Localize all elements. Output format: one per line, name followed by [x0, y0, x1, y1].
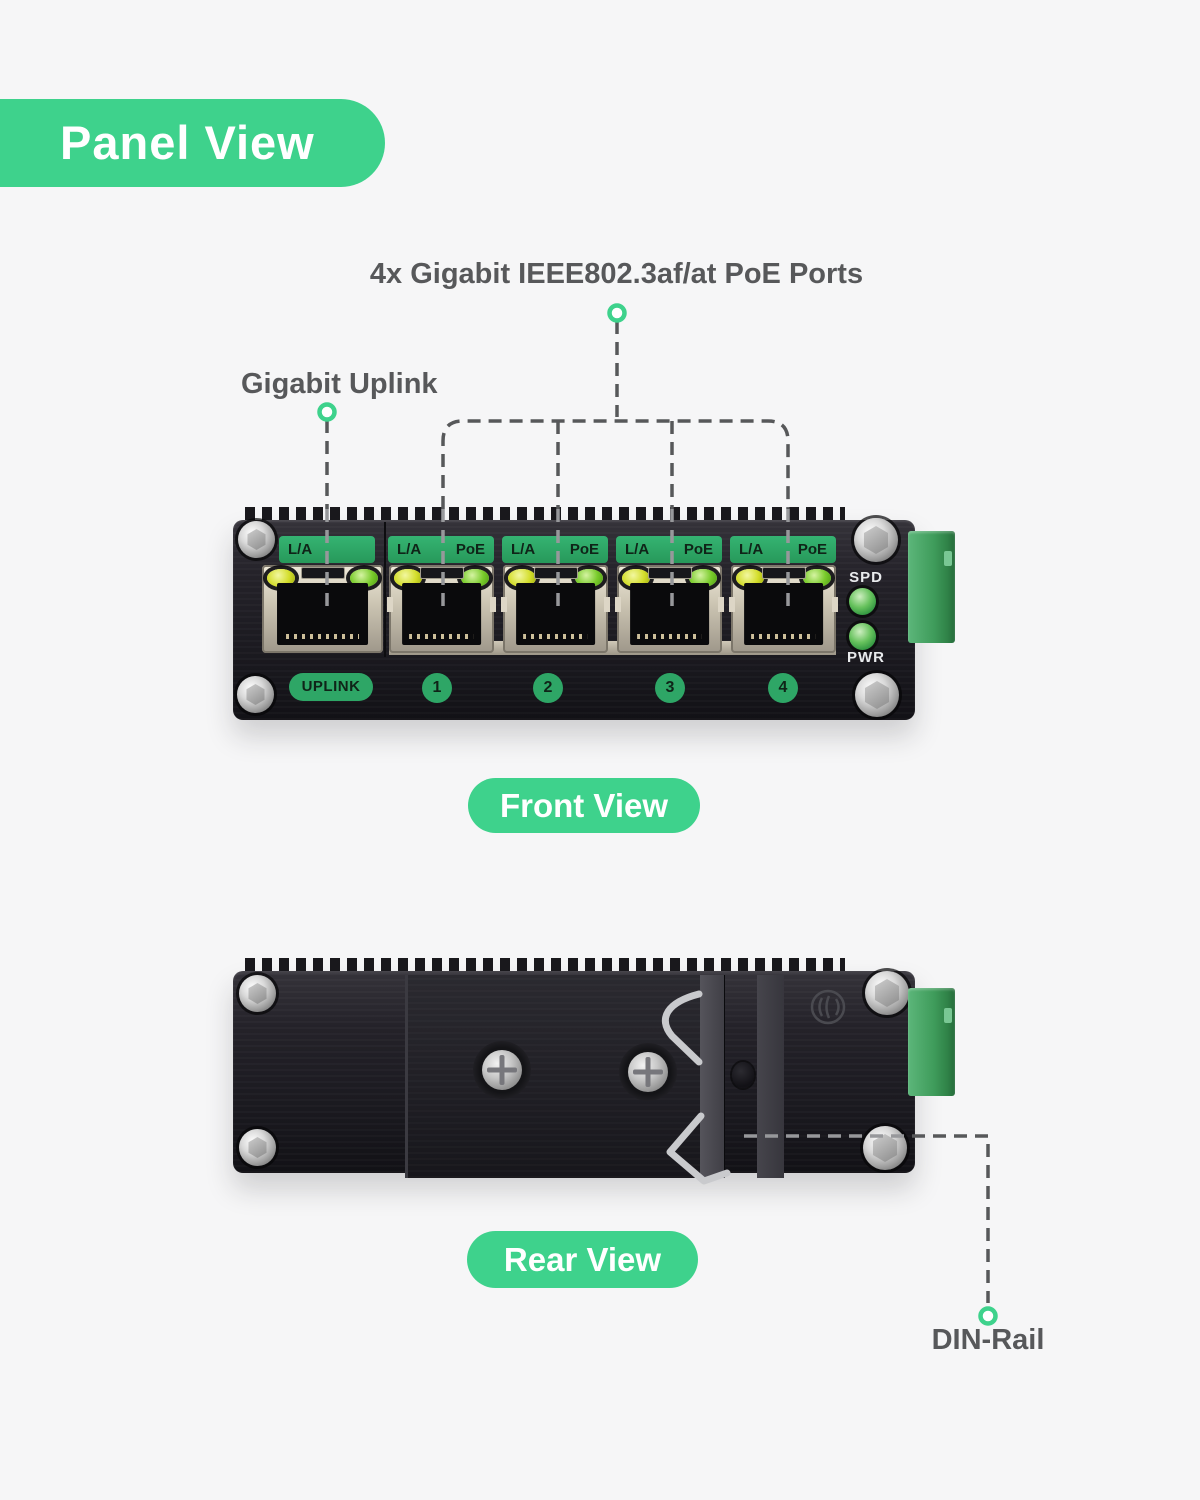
port4-clip-right [832, 597, 838, 612]
port3-yellow-led [622, 569, 650, 587]
port3-number: 3 [655, 673, 685, 703]
front-view-device: L/A L/A PoE L/A PoE L/A PoE L/A PoE [233, 495, 955, 740]
port1-latch-slot [419, 567, 464, 579]
port2-led-strip: L/A PoE [502, 536, 608, 563]
rear-plate-screw-left [473, 1041, 531, 1099]
port3-jack [629, 583, 710, 645]
port4-clip-left [729, 597, 735, 612]
front-view-caption: Front View [468, 778, 700, 833]
port2-rj45-port [501, 565, 610, 653]
port1-jack [401, 583, 482, 645]
port2-latch-slot [533, 567, 578, 579]
front-screw-bottom-left [237, 676, 274, 713]
port4-la-label: L/A [739, 541, 764, 558]
uplink-led-strip: L/A [279, 536, 375, 563]
port-bezel-underbar [389, 641, 836, 655]
port3-green-led [689, 569, 717, 587]
uplink-jack [276, 583, 369, 645]
port2-clip-right [604, 597, 610, 612]
rear-screw-bottom-right [863, 1126, 907, 1170]
port3-poe-label: PoE [683, 541, 713, 558]
heatsink-fins-rear [245, 958, 845, 971]
rear-plate-screw-right [619, 1043, 677, 1101]
terminal-block-tab-rear [944, 1008, 952, 1023]
front-power-terminal-block [908, 531, 955, 643]
port4-jack-pins [751, 634, 816, 639]
port2-green-led [575, 569, 603, 587]
port1-yellow-led [394, 569, 422, 587]
uplink-jack-pins [285, 634, 360, 639]
din-rail-flange-inner [700, 975, 724, 1178]
terminal-block-tab [944, 551, 952, 566]
port1-green-led [461, 569, 489, 587]
port2-clip-left [501, 597, 507, 612]
rear-screw-top-left [239, 975, 276, 1012]
panel-view-badge: Panel View [0, 99, 385, 187]
front-screw-top-right [854, 518, 898, 562]
port1-clip-left [387, 597, 393, 612]
rear-screw-top-right [865, 971, 909, 1015]
din-rail-callout-line [912, 1134, 990, 1303]
port1-led-strip: L/A PoE [388, 536, 494, 563]
port4-poe-label: PoE [797, 541, 827, 558]
port3-rj45-port [615, 565, 724, 653]
port4-number: 4 [768, 673, 798, 703]
din-rail-callout-ring [978, 1306, 998, 1326]
uplink-name-pill: UPLINK [289, 673, 373, 701]
port3-latch-slot [647, 567, 692, 579]
rear-view-device [233, 950, 955, 1195]
port3-clip-left [615, 597, 621, 612]
panel-view-badge-label: Panel View [60, 116, 315, 169]
port2-jack-pins [523, 634, 588, 639]
spd-label: SPD [849, 569, 883, 586]
pwr-label: PWR [847, 649, 885, 666]
din-rail-annotation: DIN-Rail [931, 1324, 1045, 1356]
pwr-led [849, 623, 876, 650]
port3-la-label: L/A [625, 541, 650, 558]
din-rail-stop-pin [732, 1062, 754, 1088]
front-screw-top-left [238, 521, 275, 558]
uplink-annotation: Gigabit Uplink [241, 368, 438, 400]
uplink-latch-slot [300, 567, 345, 579]
port4-yellow-led [736, 569, 764, 587]
uplink-yellow-led [267, 569, 295, 587]
port2-yellow-led [508, 569, 536, 587]
port2-poe-label: PoE [569, 541, 599, 558]
heatsink-fins-front [245, 507, 845, 521]
port3-led-strip: L/A PoE [616, 536, 722, 563]
uplink-green-led [350, 569, 378, 587]
spd-led [849, 588, 876, 615]
port2-number: 2 [533, 673, 563, 703]
port2-jack [515, 583, 596, 645]
port1-number: 1 [422, 673, 452, 703]
port1-la-label: L/A [397, 541, 422, 558]
port4-jack [743, 583, 824, 645]
poe-callout-ring [607, 303, 627, 323]
port1-jack-pins [409, 634, 474, 639]
front-screw-bottom-right [855, 673, 899, 717]
port4-led-strip: L/A PoE [730, 536, 836, 563]
rear-view-caption: Rear View [467, 1231, 698, 1288]
rear-screw-bottom-left [239, 1129, 276, 1166]
front-panel-seam [384, 522, 386, 657]
uplink-callout-ring [317, 402, 337, 422]
port1-poe-label: PoE [455, 541, 485, 558]
port1-rj45-port [387, 565, 496, 653]
rear-power-terminal-block [908, 988, 955, 1096]
uplink-rj45-port [262, 565, 383, 653]
din-rail-mount-plate [405, 975, 725, 1178]
port4-rj45-port [729, 565, 838, 653]
port1-clip-right [490, 597, 496, 612]
port2-la-label: L/A [511, 541, 536, 558]
poe-ports-annotation: 4x Gigabit IEEE802.3af/at PoE Ports [369, 258, 864, 290]
din-rail-flange-outer [757, 975, 784, 1178]
port4-latch-slot [761, 567, 806, 579]
port4-green-led [803, 569, 831, 587]
port3-jack-pins [637, 634, 702, 639]
uplink-la-label: L/A [288, 541, 313, 558]
port3-clip-right [718, 597, 724, 612]
